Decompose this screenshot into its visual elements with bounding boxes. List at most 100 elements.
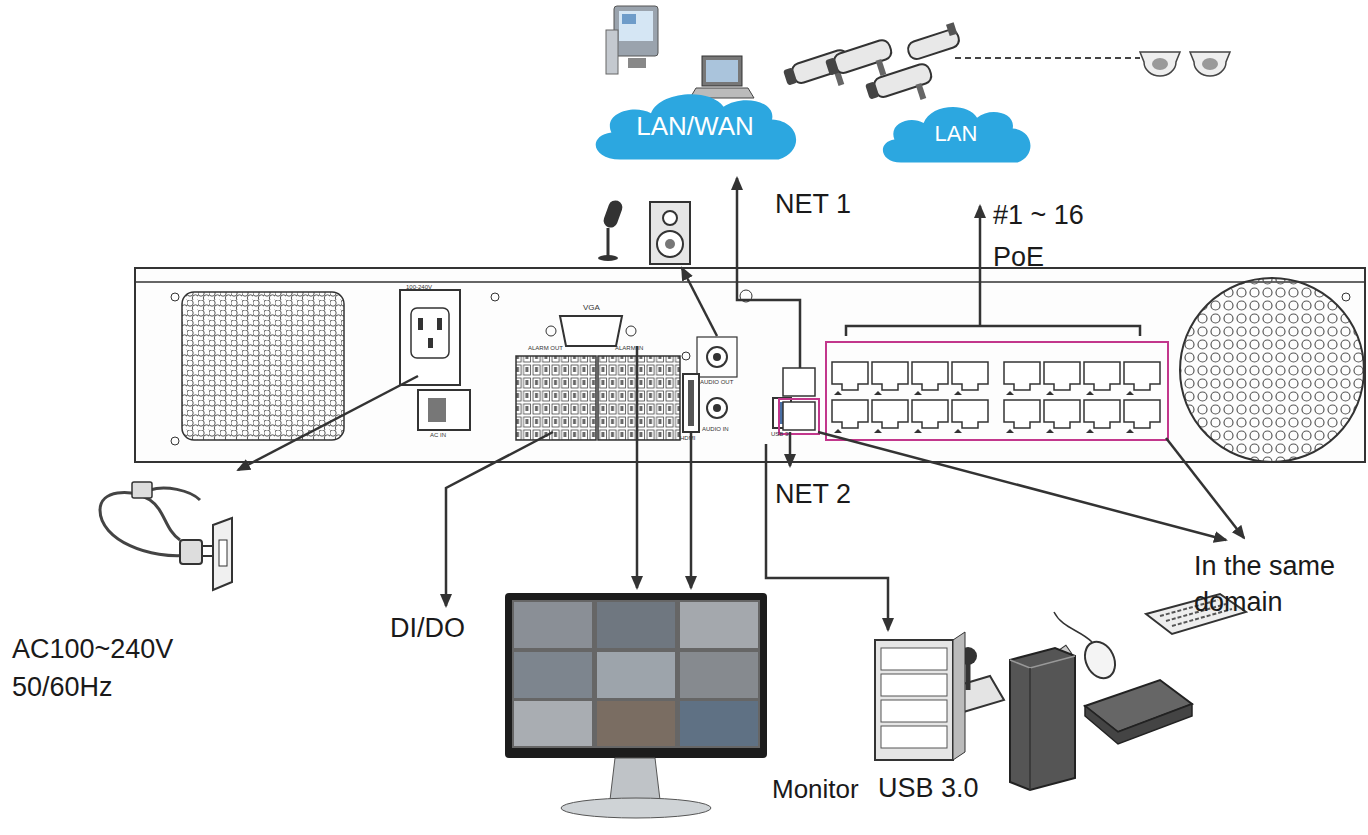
nas-icon-part	[881, 700, 947, 722]
mouse-icon-part	[1079, 637, 1120, 683]
nvr-rear-panel-part	[682, 352, 690, 360]
device-label: Monitor	[772, 774, 859, 805]
speaker-icon-part	[650, 202, 690, 264]
connection-arrows-part	[818, 432, 1226, 540]
monitor-icon-part	[680, 652, 758, 698]
monitor-icon-part	[505, 593, 767, 758]
monitor-icon-part	[610, 758, 660, 800]
power-cord-icon-part	[132, 482, 152, 498]
connection-arrows-part	[682, 268, 717, 336]
poe-ports-part	[874, 429, 882, 433]
poe-ports-part	[1004, 362, 1040, 390]
cloud-fill	[883, 107, 1031, 163]
dome-camera-icons-part	[1140, 52, 1180, 76]
bullet-camera-icons-part	[864, 62, 937, 115]
connection-arrows-part	[446, 432, 553, 606]
external-drive-icon-part	[1010, 648, 1075, 790]
monitor-icon-part	[514, 652, 592, 698]
power-cord-icon-part	[219, 540, 227, 566]
panel-label: 100-240V	[406, 284, 432, 291]
bullet-camera-icons	[782, 22, 961, 115]
monitor-icon-part	[680, 602, 758, 648]
connection-arrows	[238, 178, 1244, 630]
nvr-rear-panel-part	[707, 347, 727, 367]
connection-arrows-part	[979, 206, 982, 326]
microphone-icon-part	[598, 255, 618, 261]
portable-disk-icon-part	[1085, 704, 1192, 744]
nvr-rear-panel-part	[516, 356, 596, 440]
nas-icon-part	[881, 726, 947, 748]
power-cord-icon-part	[213, 518, 232, 590]
bullet-camera-icons-part-part	[865, 81, 879, 99]
poe-ports-part	[1046, 429, 1054, 433]
nvr-rear-panel-part	[598, 356, 680, 440]
nvr-rear-panel-part	[713, 404, 721, 412]
nvr-rear-panel-part	[182, 292, 344, 440]
panel-label: AC IN	[430, 432, 446, 439]
speaker-icon	[650, 202, 690, 264]
monitor-icon-part	[597, 652, 675, 698]
monitor-icon-part	[597, 602, 675, 648]
poe-ports-part	[872, 362, 908, 390]
nas-icon	[875, 632, 965, 760]
nvr-rear-panel-part	[560, 316, 622, 346]
laptop-icon-part	[702, 56, 742, 86]
power-cord-icon-part	[202, 555, 212, 557]
connection-arrows-part	[766, 444, 888, 630]
nvr-rear-panel-part	[707, 398, 727, 418]
network-cloud: LAN	[875, 100, 1037, 168]
nvr-rear-panel-part	[171, 293, 179, 301]
cloud-fill	[596, 94, 796, 159]
panel-label: ALARM OUT	[528, 345, 563, 352]
panel-label: ALARM IN	[615, 345, 643, 352]
power-cord-icon-part	[150, 488, 200, 500]
desktop-icon-part	[622, 14, 636, 24]
panel-label: AUDIO OUT	[700, 379, 733, 386]
external-drive-icon-part	[1029, 668, 1031, 790]
network-label: LAN	[935, 121, 978, 147]
speaker-icon-part	[665, 239, 675, 249]
power-cord-icon-part	[202, 545, 212, 547]
cloud-text-holder: LAN/WAN	[585, 86, 805, 166]
io-label: DI/DO	[390, 612, 465, 644]
monitor-icon-part	[514, 602, 592, 648]
bullet-camera-icons-part-part	[872, 62, 933, 99]
microphone-icon-part	[607, 228, 610, 256]
bullet-camera-icons-part-part	[916, 83, 927, 100]
bullet-camera-icons-part-part	[876, 59, 887, 76]
nvr-rear-panel-part	[846, 326, 1140, 336]
nvr-rear-panel-part	[546, 326, 556, 336]
speaker-icon-part	[657, 231, 683, 257]
external-drive-icon-part	[1010, 656, 1075, 668]
dome-camera-icons-part	[1202, 58, 1218, 70]
poe-ports-part	[1044, 400, 1080, 428]
power-label: AC100~240V 50/60Hz	[12, 630, 192, 706]
note-label: In the same domain	[1194, 548, 1364, 620]
poe-ports-part	[1086, 391, 1094, 395]
nas-icon-part	[953, 632, 965, 760]
microphone-icon-part	[602, 198, 625, 229]
microphone-icon	[598, 198, 624, 261]
poe-ports-part	[1126, 391, 1134, 395]
network-cloud: LAN/WAN	[585, 86, 805, 166]
monitor-icon-part	[512, 600, 760, 748]
monitor-icon	[505, 593, 767, 818]
cloud-text-holder: LAN	[875, 100, 1037, 168]
poe-ports-part	[1084, 362, 1120, 390]
nvr-rear-panel	[135, 268, 1365, 462]
nas-icon-part	[881, 648, 947, 670]
poe-ports-part	[914, 429, 922, 433]
bullet-camera-icons-part-part	[946, 22, 957, 36]
connection-arrows-part	[789, 432, 792, 466]
poe-ports-part	[1006, 429, 1014, 433]
nvr-rear-panel-part	[418, 390, 470, 430]
power-cord-icon	[100, 482, 232, 590]
nas-icon-part	[881, 674, 947, 696]
power-cord-icon-part	[100, 493, 190, 556]
poe-ports-part	[954, 429, 962, 433]
nvr-rear-panel-part	[428, 338, 433, 348]
desktop-icon-part	[628, 58, 646, 68]
nvr-rear-panel-part	[437, 318, 442, 330]
nvr-rear-panel-part	[491, 293, 499, 301]
nvr-rear-panel-part	[428, 398, 446, 422]
